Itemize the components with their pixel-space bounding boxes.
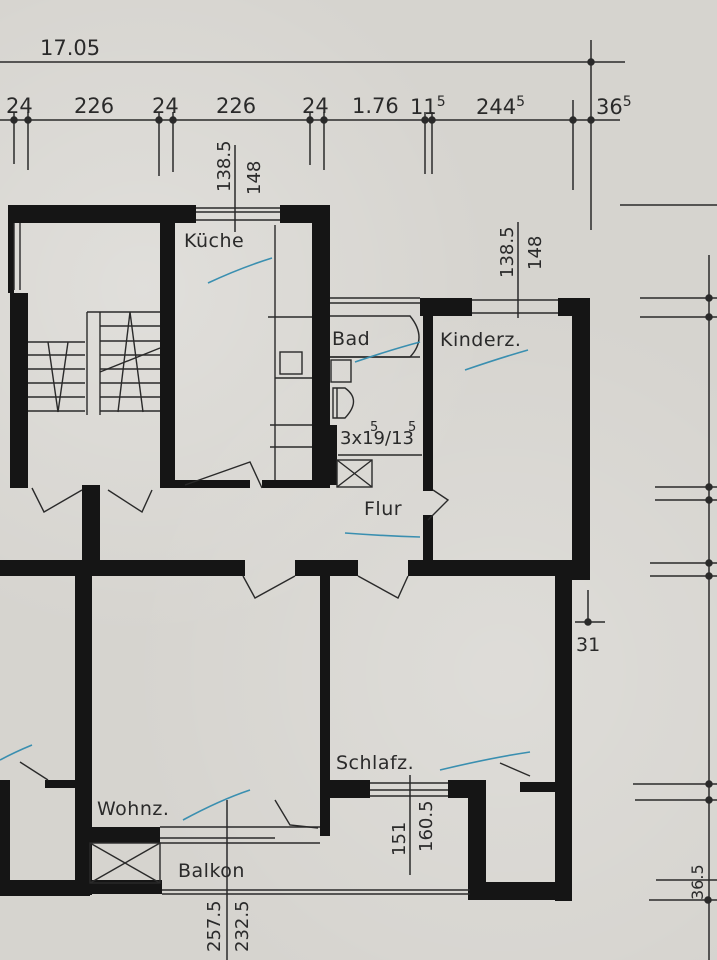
side-dim-bottom: 36.5 xyxy=(688,864,707,900)
kinderz-window-dim-a: 138.5 xyxy=(497,226,518,278)
dim-segment-8: 2445 xyxy=(476,94,525,119)
balkon-dim-a: 257.5 xyxy=(204,900,225,952)
dim-sup: 5 xyxy=(436,94,446,110)
dim-segment-5: 24 xyxy=(302,94,329,118)
balkon-dim-b: 232.5 xyxy=(232,900,253,952)
dim-main: 11 xyxy=(410,95,437,119)
room-label-bad: Bad xyxy=(332,328,371,350)
kueche-window-dim-a: 138.5 xyxy=(214,140,235,192)
dim-segment-7: 115 xyxy=(410,94,446,119)
dim-segment-4: 226 xyxy=(216,94,257,118)
kueche-window-dim-b: 148 xyxy=(244,160,265,195)
dim-main: 36 xyxy=(596,95,623,119)
dim-segment-9: 365 xyxy=(596,94,632,119)
stair-note-main: 3x19/13 xyxy=(340,428,414,449)
room-label-kinderz: Kinderz. xyxy=(440,329,522,351)
room-label-wohnz: Wohnz. xyxy=(97,798,170,820)
dim-segment-3: 24 xyxy=(152,94,179,118)
side-dim-31: 31 xyxy=(576,634,601,656)
room-label-flur: Flur xyxy=(364,498,403,520)
stair-note-sup2: 5 xyxy=(408,420,417,435)
stair-note: 3x19/13 xyxy=(340,428,414,449)
room-label-kueche: Küche xyxy=(184,230,245,252)
dim-segment-2: 226 xyxy=(74,94,115,118)
dim-segment-1: 24 xyxy=(6,94,33,118)
overall-width-dimension: 17.05 xyxy=(40,36,101,60)
dim-main: 244 xyxy=(476,95,517,119)
kinderz-window-dim-b: 148 xyxy=(525,235,546,270)
dim-sup: 5 xyxy=(622,94,632,110)
schlafz-window-dim-b: 160.5 xyxy=(416,800,437,852)
stair-note-sup1: 5 xyxy=(370,420,379,435)
room-label-balkon: Balkon xyxy=(178,860,245,882)
dim-segment-6: 1.76 xyxy=(352,94,399,118)
schlafz-window-dim-a: 151 xyxy=(389,821,410,856)
room-label-schlafz: Schlafz. xyxy=(336,752,415,774)
dim-sup: 5 xyxy=(516,94,526,110)
